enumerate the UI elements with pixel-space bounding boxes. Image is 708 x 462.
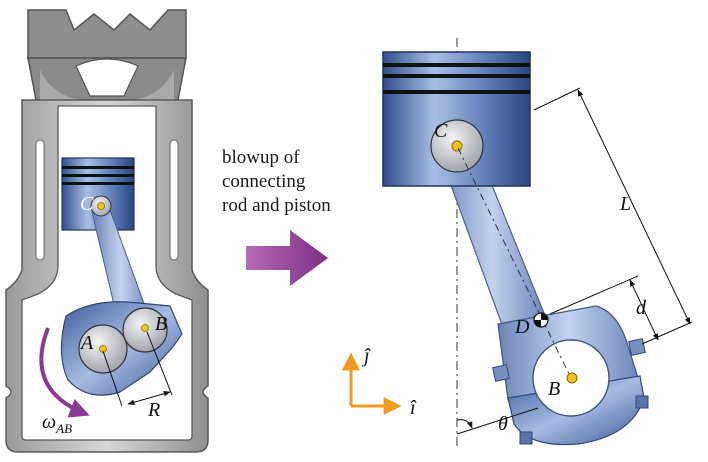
caption-line-2: connecting [222, 171, 306, 192]
d-dimension-line [629, 279, 659, 341]
rod-axis-line [457, 147, 573, 381]
pin-c [451, 140, 463, 152]
label-b: B [548, 378, 560, 400]
pin-b-large [566, 372, 578, 384]
theta-ref-line [456, 407, 539, 435]
label-a: A [79, 332, 94, 354]
engine-cutaway: C A B R ωAB [5, 9, 209, 453]
l-dimension-line [577, 89, 691, 325]
label-c: C [434, 120, 448, 142]
label-l: L [619, 193, 631, 215]
theta-arc [456, 419, 473, 429]
caption-line-3: rod and piston [222, 195, 331, 216]
piston-large [382, 51, 531, 187]
pin-c-small [97, 202, 105, 210]
label-j-hat: ĵ [361, 345, 371, 367]
label-c-small: C [80, 193, 94, 215]
label-d-dim: d [636, 297, 647, 319]
center-of-mass-d-icon [533, 312, 549, 328]
label-omega: ωAB [42, 411, 72, 436]
blowup-arrow [246, 230, 328, 286]
label-i-hat: î [410, 397, 417, 419]
cylinder-head [27, 9, 187, 59]
pin-b [141, 324, 149, 332]
blowup-caption: blowup of connecting rod and piston [222, 146, 372, 218]
caption-line-1: blowup of [222, 147, 300, 168]
label-r: R [147, 399, 160, 421]
blowup-view: C B D L d θ î ĵ [342, 38, 693, 448]
r-dimension-line [127, 391, 171, 405]
label-d-point: D [514, 316, 530, 338]
omega-arrow [39, 327, 90, 418]
label-b-small: B [155, 313, 167, 335]
label-omega-sub: AB [55, 421, 72, 436]
label-theta: θ [498, 413, 508, 435]
combustion-chamber [75, 58, 139, 97]
